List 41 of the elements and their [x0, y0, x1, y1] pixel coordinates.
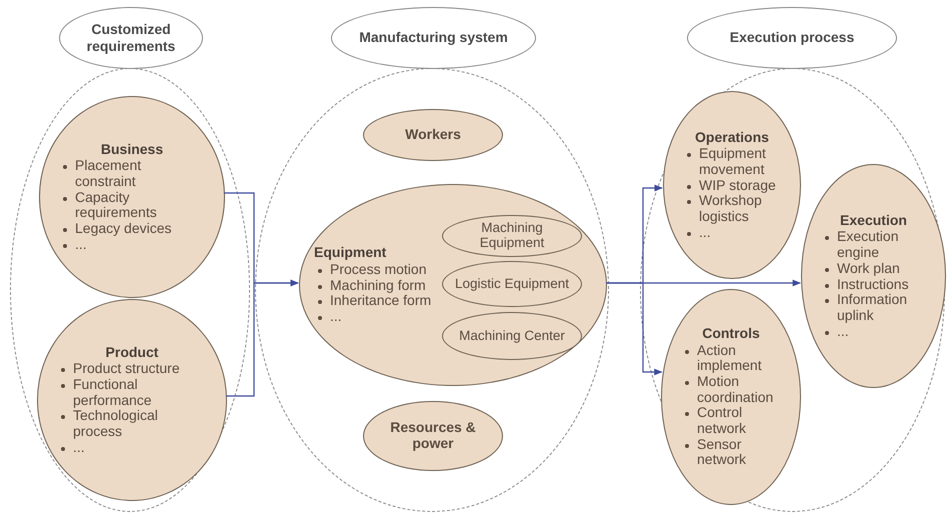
sub-ellipse: Logistic Equipment [442, 261, 582, 307]
node-heading: Operations [695, 130, 769, 146]
bullet-text: Sensor network [697, 436, 746, 468]
arrow [226, 280, 299, 397]
bullet-text: Inheritance form [330, 292, 432, 308]
bullet-text: Work plan [837, 260, 900, 276]
bullet-text: Capacity requirements [75, 188, 157, 220]
bullet-text: Legacy devices [75, 220, 172, 236]
bullet-text: Equipment movement [699, 145, 766, 177]
node-heading: Product [106, 344, 158, 360]
bullet-text: Product structure [73, 360, 180, 376]
bullet-text: Technological process [73, 407, 158, 439]
node-heading: Execution [840, 212, 907, 228]
bullet-text: ... [837, 322, 849, 339]
sub-ellipse: Machining Center [442, 312, 582, 360]
bullet-text: WIP storage [699, 176, 776, 193]
bullet-text: Motion coordination [697, 372, 774, 405]
bullet-text: ... [73, 438, 85, 455]
node-heading: Controls [702, 326, 760, 342]
bullet-text: Functional performance [73, 376, 152, 408]
bullet-text: Execution engine [837, 228, 898, 260]
node-label: Resources & power [389, 420, 477, 452]
bullet-text: ... [75, 236, 87, 252]
bullet-text: Machining form [330, 276, 426, 293]
group-title-ellipse: Customized requirements [59, 7, 203, 69]
bullet-text: Placement constraint [75, 157, 142, 189]
node-label: Workers [405, 127, 461, 143]
arrow [606, 280, 802, 286]
bullet-text: ... [330, 308, 342, 324]
group-title-ellipse: Execution process [687, 7, 897, 69]
bullet-text: Information uplink [837, 291, 908, 323]
group-title-ellipse: Manufacturing system [331, 7, 536, 69]
node-heading: Business [100, 142, 164, 158]
bullet-text: ... [699, 224, 711, 240]
sub-ellipse: Machining Equipment [442, 215, 582, 257]
bullet-text: Instructions [837, 276, 909, 292]
node-heading: Equipment [314, 245, 386, 261]
bullet-text: Workshop logistics [699, 192, 762, 224]
bullet-text: Control network [697, 404, 746, 436]
bullet-text: Process motion [330, 260, 426, 277]
bullet-text: Action implement [697, 342, 762, 374]
